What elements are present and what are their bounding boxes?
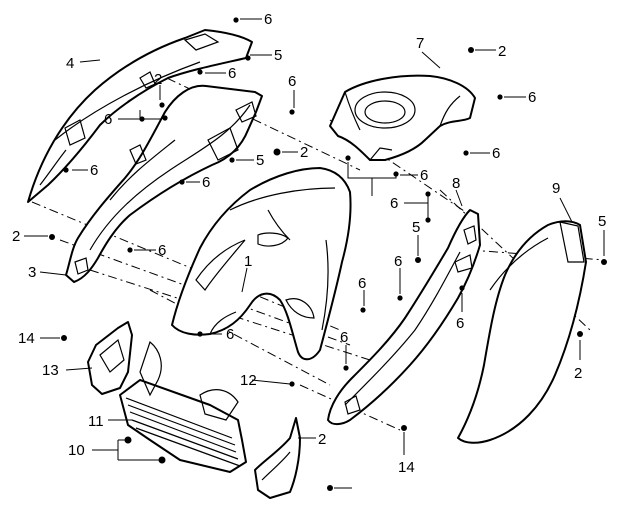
bolt bbox=[360, 307, 366, 313]
part-4-upper-front-cover bbox=[27, 29, 253, 203]
callout-9: 9 bbox=[552, 180, 560, 197]
part-1-front-body bbox=[171, 167, 352, 361]
callout-8: 8 bbox=[452, 175, 460, 192]
callout-6: 6 bbox=[358, 275, 366, 292]
bolt bbox=[397, 295, 403, 301]
part-3-inner-frame bbox=[65, 84, 263, 283]
callout-6: 6 bbox=[456, 315, 464, 332]
bolt bbox=[162, 115, 168, 121]
bolt bbox=[273, 148, 281, 156]
callout-6: 6 bbox=[420, 167, 428, 184]
callout-5: 5 bbox=[256, 152, 264, 169]
bolt bbox=[601, 259, 607, 265]
callout-3: 3 bbox=[28, 264, 36, 281]
bolt bbox=[229, 157, 235, 163]
bolt bbox=[345, 155, 351, 161]
callout-6: 6 bbox=[390, 195, 398, 212]
callout-6: 6 bbox=[340, 329, 348, 346]
callout-6: 6 bbox=[264, 11, 272, 28]
bolt bbox=[233, 17, 239, 23]
callout-2: 2 bbox=[574, 365, 582, 382]
callout-6: 6 bbox=[104, 111, 112, 128]
bolt bbox=[459, 285, 465, 291]
bolt bbox=[61, 335, 67, 341]
callout-6: 6 bbox=[202, 174, 210, 191]
bolt bbox=[197, 331, 203, 337]
bolt bbox=[401, 425, 407, 431]
callout-7: 7 bbox=[416, 35, 424, 52]
callout-6: 6 bbox=[226, 326, 234, 343]
bolt bbox=[343, 365, 349, 371]
callout-2: 2 bbox=[154, 71, 162, 88]
callout-6: 6 bbox=[158, 242, 166, 259]
bolt bbox=[327, 485, 333, 491]
callout-5: 5 bbox=[598, 213, 606, 230]
callout-labels: 6 5 4 2 6 6 6 7 2 6 6 5 2 6 6 6 2 6 3 8 … bbox=[12, 11, 606, 476]
bolt bbox=[463, 150, 469, 156]
part-13-lower-bracket bbox=[87, 321, 133, 395]
callout-6: 12 bbox=[240, 372, 257, 389]
callout-6: 6 bbox=[288, 73, 296, 90]
bolt bbox=[124, 436, 132, 444]
fasteners bbox=[49, 17, 607, 491]
callout-6: 6 bbox=[492, 145, 500, 162]
callout-5: 5 bbox=[412, 219, 420, 236]
bolt bbox=[159, 102, 165, 108]
bolt bbox=[415, 257, 421, 263]
callout-13: 13 bbox=[42, 362, 59, 379]
leader-lines bbox=[24, 18, 605, 489]
callout-2: 14 bbox=[398, 459, 415, 476]
bolt bbox=[49, 234, 55, 240]
bolt bbox=[577, 331, 583, 337]
bolt bbox=[127, 247, 133, 253]
callout-14: 14 bbox=[18, 330, 35, 347]
part-7-meter-housing bbox=[329, 74, 476, 161]
callout-6: 6 bbox=[228, 65, 236, 82]
callout-2: 2 bbox=[498, 43, 506, 60]
callout-2: 2 bbox=[300, 144, 308, 161]
callout-1: 1 bbox=[244, 253, 252, 270]
callout-6: 6 bbox=[90, 162, 98, 179]
callout-5: 5 bbox=[274, 47, 282, 64]
part-10-lower-scoop bbox=[254, 417, 301, 499]
bolt bbox=[179, 179, 185, 185]
bolt bbox=[393, 171, 399, 177]
callout-12: 11 bbox=[88, 413, 104, 430]
part-9-right-side-panel bbox=[457, 220, 587, 444]
bolt bbox=[425, 217, 431, 223]
bolt bbox=[289, 109, 295, 115]
callout-6: 6 bbox=[394, 253, 402, 270]
bolt bbox=[425, 191, 431, 197]
callout-11: 10 bbox=[68, 442, 85, 459]
callout-2: 2 bbox=[12, 228, 20, 245]
callout-10: 2 bbox=[318, 431, 326, 448]
callout-4: 4 bbox=[66, 55, 74, 72]
bolt bbox=[245, 55, 251, 61]
bolt bbox=[158, 456, 166, 464]
part-8-right-side-strip bbox=[327, 209, 481, 426]
part-12-lower-guard bbox=[119, 340, 247, 473]
bolt bbox=[468, 47, 474, 53]
bolt bbox=[289, 381, 295, 387]
bolt bbox=[63, 167, 69, 173]
callout-6: 6 bbox=[528, 89, 536, 106]
bolt bbox=[497, 94, 503, 100]
bolt bbox=[197, 69, 203, 75]
